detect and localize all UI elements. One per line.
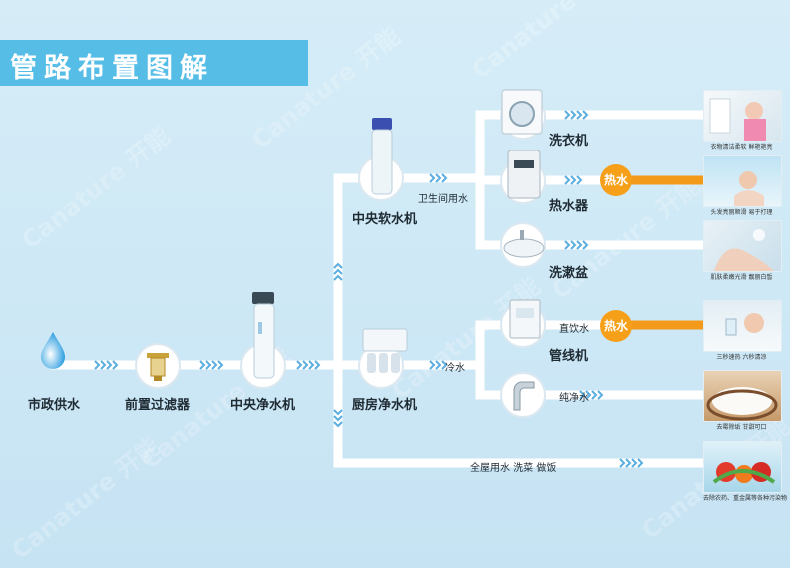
prefilter-node xyxy=(135,343,181,389)
kitchen-purifier-icon xyxy=(362,328,408,373)
water-drop-icon xyxy=(38,330,68,369)
whole-house-label: 全屋用水 洗菜 做饭 xyxy=(470,463,557,474)
photo-pipeline xyxy=(703,300,782,352)
bathroom-water-label: 卫生间用水 xyxy=(418,194,468,205)
watermark-3: Canature 开能 xyxy=(466,0,625,85)
photo-basin xyxy=(703,220,782,272)
pure-water-label: 纯净水 xyxy=(559,393,589,404)
water-heater-label: 热水器 xyxy=(549,199,589,214)
central-purifier-label: 中央净水机 xyxy=(230,398,296,413)
caption-washer: 衣物清洁柔软 鲜艳艳亮 xyxy=(710,144,773,151)
washer-label: 洗衣机 xyxy=(549,134,589,149)
washer-icon xyxy=(501,89,543,135)
central-purifier-icon xyxy=(252,292,275,379)
prefilter-icon xyxy=(147,353,169,381)
photo-heater xyxy=(703,155,782,207)
photo-rice xyxy=(703,370,782,422)
cold-water-label: 冷水 xyxy=(445,363,465,374)
watermark-1: Canature 开能 xyxy=(16,122,175,255)
prefilter-label: 前置过滤器 xyxy=(125,398,191,413)
hot-water-badge-1: 热水 xyxy=(600,164,632,196)
tap-node xyxy=(500,372,546,418)
caption-pipeline: 三秒速热 六秒清凉 xyxy=(716,354,767,361)
hot-water-badge-2: 热水 xyxy=(600,310,632,342)
caption-heater: 头发亮丽顺滑 易于打理 xyxy=(710,209,773,216)
photo-vegetables xyxy=(703,441,782,493)
central-softener-icon xyxy=(371,118,393,195)
kitchen-purifier-label: 厨房净水机 xyxy=(352,398,418,413)
caption-basin: 肌肤柔嫩光滑 靓丽白皙 xyxy=(710,274,773,281)
pipeline-machine-icon xyxy=(509,299,541,339)
municipal-label: 市政供水 xyxy=(28,398,81,413)
water-heater-icon xyxy=(507,150,541,199)
central-softener-label: 中央软水机 xyxy=(352,212,418,227)
watermark-7: Canature 开能 xyxy=(6,432,165,565)
pipeline-machine-label: 管线机 xyxy=(549,349,589,364)
caption-pure: 去霉除垢 甘甜可口 xyxy=(716,424,767,431)
caption-whole-house: 去除农药、重金属等各种污染物 xyxy=(703,495,788,502)
basin-icon xyxy=(503,230,545,258)
faucet-icon xyxy=(513,381,535,411)
photo-washer xyxy=(703,90,782,142)
direct-drink-label: 直饮水 xyxy=(559,324,589,335)
title-banner: 管路布置图解 xyxy=(0,40,308,86)
page-title: 管路布置图解 xyxy=(10,53,214,84)
basin-label: 洗漱盆 xyxy=(549,266,589,281)
